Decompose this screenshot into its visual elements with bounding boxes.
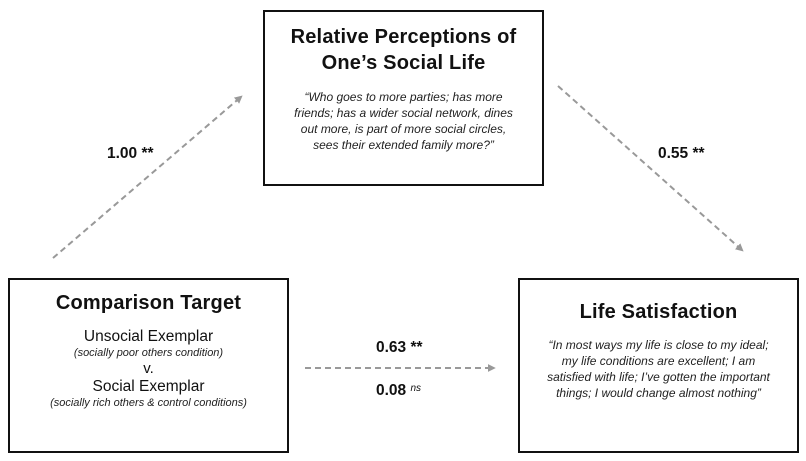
- coefficient-value: 0.08: [376, 382, 407, 399]
- mediator-box: Relative Perceptions of One’s Social Lif…: [263, 10, 544, 186]
- coefficient-value: 1.00: [107, 145, 138, 162]
- quote-line: out more, is part of more social circles…: [300, 122, 507, 136]
- quote-line: sees their extended family more?”: [313, 138, 494, 152]
- significance-marker: ns: [410, 383, 422, 394]
- quote-line: satisfied with life; I’ve gotten the imp…: [547, 370, 770, 384]
- coefficient-value: 0.63: [376, 339, 407, 356]
- arrow-predictor-to-mediator: [52, 95, 243, 259]
- predictor-separator: v.: [143, 360, 154, 377]
- outcome-quote: “In most ways my life is close to my ide…: [520, 337, 797, 401]
- outcome-box: Life Satisfaction “In most ways my life …: [518, 278, 799, 453]
- quote-line: my life conditions are excellent; I am: [561, 354, 756, 368]
- predictor-option-unsocial-note: (socially poor others condition): [73, 347, 224, 359]
- predictor-option-unsocial: Unsocial Exemplar: [83, 328, 214, 345]
- quote-line: “In most ways my life is close to my ide…: [548, 338, 769, 352]
- predictor-box: Comparison Target Unsocial Exemplar (soc…: [8, 278, 289, 453]
- mediator-title-line: One’s Social Life: [321, 52, 486, 74]
- path-c-total-coefficient: 0.63 **: [376, 339, 423, 357]
- coefficient-value: 0.55: [658, 145, 689, 162]
- predictor-option-social: Social Exemplar: [92, 378, 205, 395]
- mediator-quote: “Who goes to more parties; has more frie…: [265, 89, 542, 153]
- significance-marker: **: [141, 145, 154, 162]
- mediator-title: Relative Perceptions of One’s Social Lif…: [265, 24, 542, 76]
- arrow-mediator-to-outcome: [557, 85, 744, 252]
- significance-marker: **: [692, 145, 705, 162]
- mediator-title-line: Relative Perceptions of: [290, 26, 517, 48]
- quote-line: friends; has a wider social network, din…: [294, 106, 513, 120]
- path-b-coefficient: 0.55 **: [658, 145, 705, 163]
- quote-line: “Who goes to more parties; has more: [304, 90, 503, 104]
- significance-marker: **: [410, 339, 423, 356]
- path-c-direct-coefficient: 0.08 ns: [376, 382, 421, 400]
- predictor-title: Comparison Target: [55, 292, 242, 314]
- path-a-coefficient: 1.00 **: [107, 145, 154, 163]
- outcome-title: Life Satisfaction: [579, 301, 738, 323]
- predictor-option-social-note: (socially rich others & control conditio…: [50, 397, 247, 409]
- quote-line: things; I would change almost nothing”: [556, 386, 761, 400]
